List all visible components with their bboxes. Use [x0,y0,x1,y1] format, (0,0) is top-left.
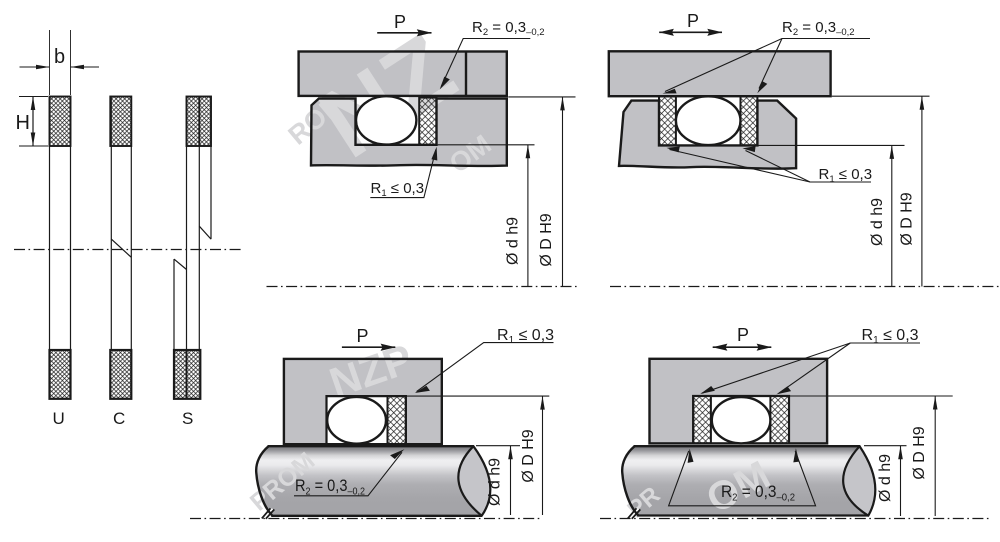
svg-text:Ø d h9: Ø d h9 [869,198,886,246]
svg-text:H: H [16,112,30,134]
svg-text:Ø D H9: Ø D H9 [911,426,928,479]
svg-text:S: S [182,409,193,428]
svg-text:b: b [54,46,65,68]
svg-text:Ø d h9: Ø d h9 [505,217,522,265]
svg-text:C: C [113,409,125,428]
svg-text:R1 ≤ 0,3: R1 ≤ 0,3 [862,327,919,346]
svg-text:Ø d h9: Ø d h9 [487,458,504,506]
svg-text:P: P [737,325,749,345]
svg-text:R1 ≤ 0,3: R1 ≤ 0,3 [497,327,554,346]
svg-text:Ø D H9: Ø D H9 [520,429,537,482]
svg-text:R1 ≤ 0,3: R1 ≤ 0,3 [819,166,873,185]
svg-text:R1 ≤ 0,3: R1 ≤ 0,3 [371,180,425,199]
svg-text:Ø D H9: Ø D H9 [538,213,555,266]
svg-text:U: U [53,409,65,428]
svg-text:Ø d h9: Ø d h9 [877,454,894,502]
svg-text:P: P [394,12,406,32]
svg-text:P: P [687,11,699,31]
svg-text:P: P [357,326,369,346]
svg-text:Ø D H9: Ø D H9 [899,192,916,245]
